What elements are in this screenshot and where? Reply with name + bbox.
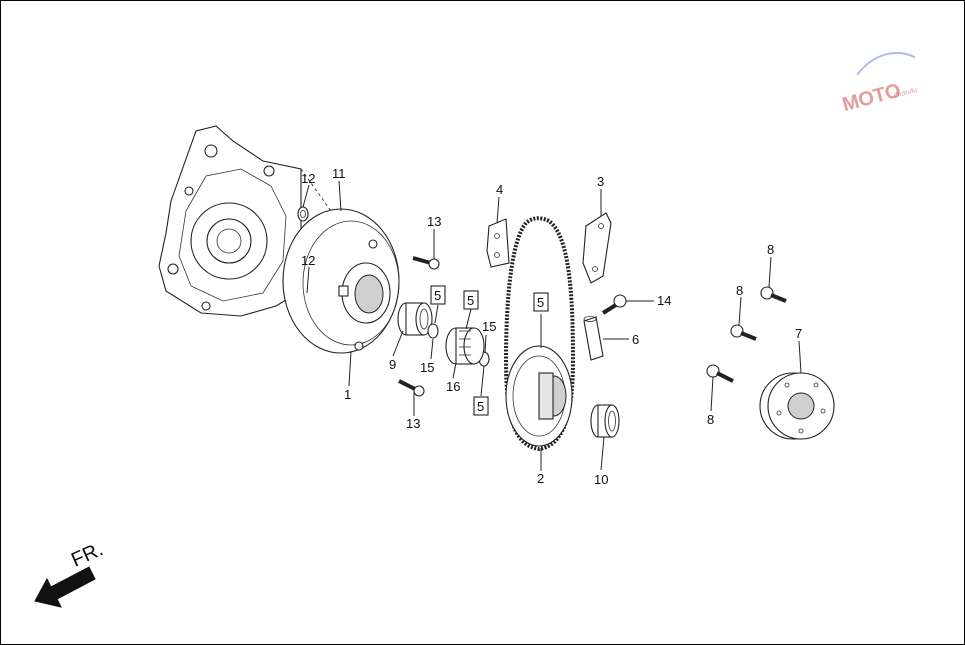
boxed-callout-5d: 5 [473, 396, 489, 416]
callout-4: 4 [496, 182, 503, 197]
boxed-callout-5b: 5 [463, 290, 479, 310]
part-1-11-cover-plate [282, 208, 400, 354]
callout-15-right: 15 [482, 319, 496, 334]
callout-13-top: 13 [427, 214, 441, 229]
callout-16: 16 [446, 379, 460, 394]
part-13-bolt-top [412, 256, 440, 270]
callout-12-bottom: 12 [301, 253, 315, 268]
part-4-chain-guide [486, 218, 510, 268]
part-2-chain-sprocket [503, 216, 576, 452]
part-15-circlip-left [427, 323, 439, 339]
callout-8-bottom: 8 [707, 412, 714, 427]
callout-8-middle: 8 [736, 283, 743, 298]
callout-10: 10 [594, 472, 608, 487]
callout-labels: 1 2 3 4 6 7 8 8 8 9 10 11 12 12 13 13 14… [301, 166, 802, 487]
boxed-callout-5a: 5 [430, 285, 446, 305]
part-8-bolt-middle [730, 324, 757, 341]
part-3-tensioner-shoe [582, 212, 612, 284]
part-16-needle-bearing [445, 327, 485, 365]
part-14-bolt [601, 294, 627, 315]
callout-1: 1 [344, 387, 351, 402]
front-arrow-icon [34, 566, 96, 608]
crankcase-half [158, 125, 332, 332]
part-9-bushing [397, 302, 433, 336]
part-13-bolt-bottom [398, 379, 425, 397]
callout-15-left: 15 [420, 360, 434, 375]
part-6-spacer [583, 316, 604, 361]
callout-9: 9 [389, 357, 396, 372]
front-direction-indicator: FR. [34, 538, 106, 608]
part-8-bolt-top [760, 286, 787, 303]
callout-2: 2 [537, 471, 544, 486]
callout-11: 11 [332, 166, 346, 181]
callout-12-top: 12 [301, 171, 315, 186]
part-7-rotor [759, 372, 835, 440]
callout-7: 7 [795, 326, 802, 341]
boxed-label-5b: 5 [467, 293, 474, 308]
boxed-label-5d: 5 [477, 399, 484, 414]
boxed-callout-5c: 5 [533, 292, 549, 312]
leader-lines [302, 180, 802, 471]
callout-13-bottom: 13 [406, 416, 420, 431]
callout-8-top: 8 [767, 242, 774, 257]
part-12-washer-top [297, 206, 309, 222]
part-8-bolt-bottom [706, 364, 734, 383]
boxed-label-5a: 5 [434, 288, 441, 303]
boxed-label-5c: 5 [537, 295, 544, 310]
part-10-bushing [590, 404, 620, 438]
callout-6: 6 [632, 332, 639, 347]
watermark-logo: MOTO Ordrufu [840, 51, 918, 116]
front-label: FR. [68, 538, 106, 571]
callout-3: 3 [597, 174, 604, 189]
callout-14: 14 [657, 293, 671, 308]
